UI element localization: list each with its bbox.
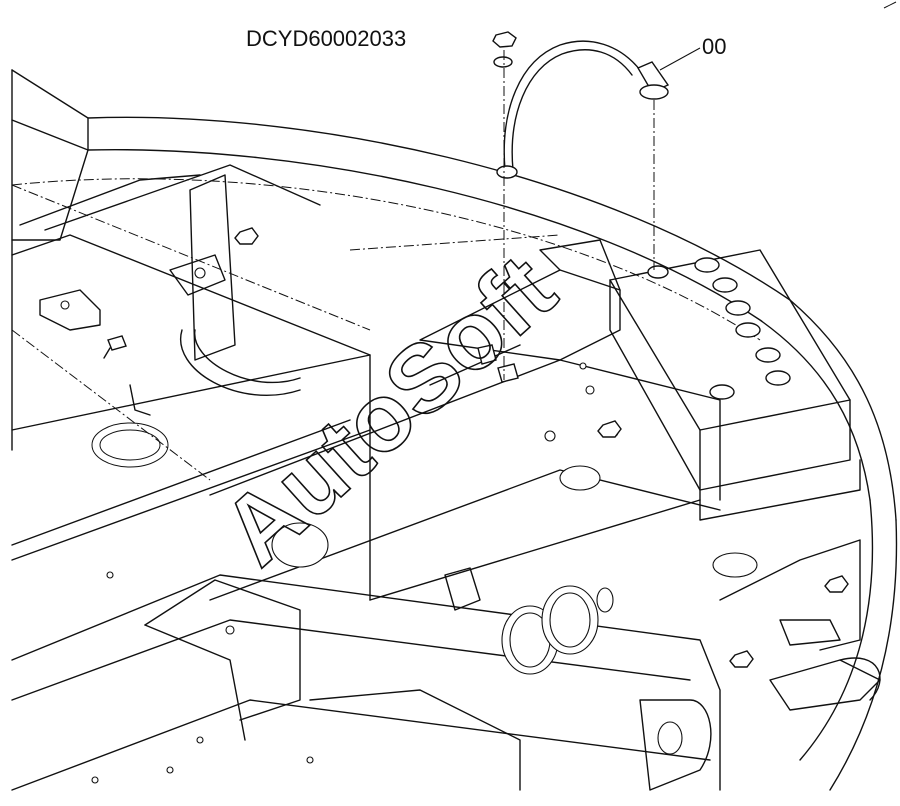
terminal-stud <box>477 344 519 383</box>
central-beam <box>209 359 721 601</box>
left-frame-box <box>11 69 371 601</box>
battery-cable <box>496 40 670 179</box>
drawing-code-label: DCYD60002033 <box>246 26 406 51</box>
hose-clamp-left <box>91 384 169 468</box>
nut-and-washer <box>492 31 517 68</box>
assembly-lines <box>11 50 655 380</box>
vertical-bracket <box>169 174 301 396</box>
loose-bolt <box>103 335 127 359</box>
upper-frame-outline <box>11 69 898 791</box>
left-clip-bracket <box>39 289 101 331</box>
right-lug <box>639 539 881 791</box>
lower-frame <box>11 567 721 791</box>
callout-leader-line <box>659 47 701 71</box>
corner-mark <box>883 1 897 9</box>
hex-nuts <box>234 227 849 668</box>
callout-label-battery-cable: 00 <box>702 34 726 59</box>
battery-box <box>609 249 861 521</box>
